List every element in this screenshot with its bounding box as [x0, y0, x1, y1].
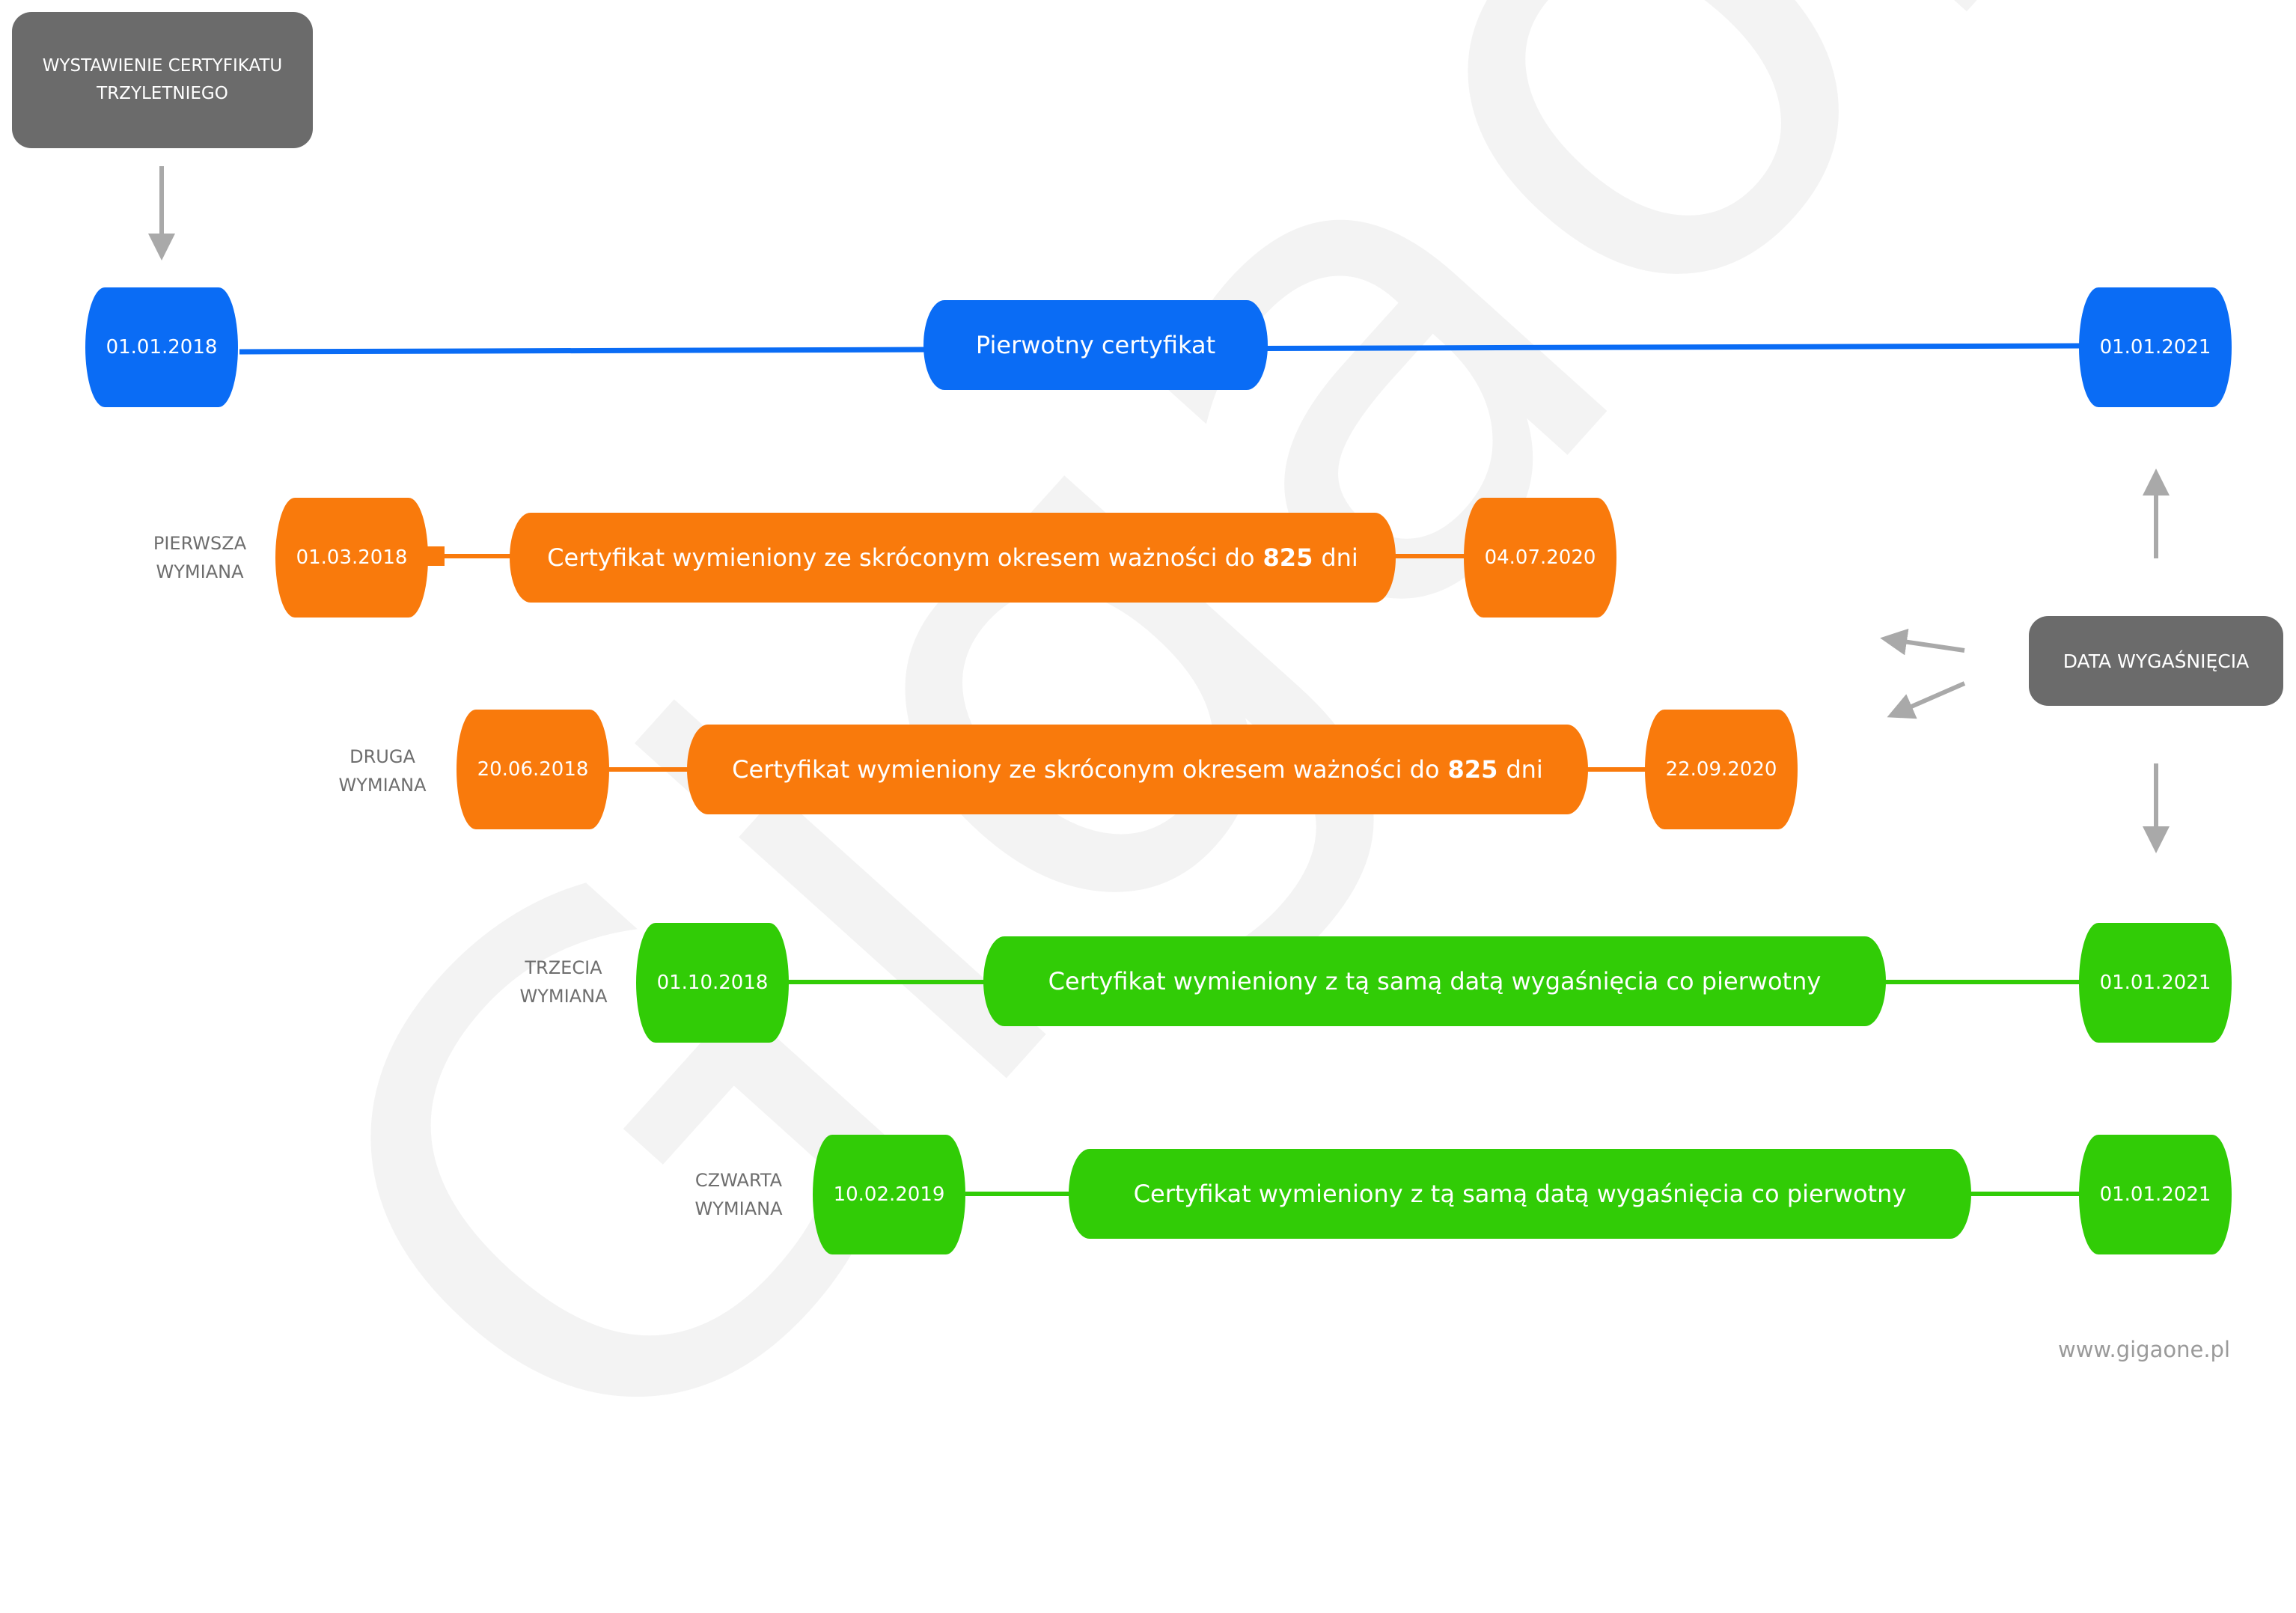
date-end-second-exchange: 22.09.2020 [1645, 710, 1798, 829]
bar-first-exchange: Certyfikat wymieniony ze skróconym okres… [510, 513, 1396, 603]
timeline-connector-tab [425, 546, 445, 566]
row-label-third-exchange: TRZECIA WYMIANA [519, 957, 608, 1007]
expiry-date-box: DATA WYGAŚNIĘCIA [2029, 616, 2283, 706]
bar-days-count: 825 [1447, 755, 1498, 784]
bar-text: Certyfikat wymieniony ze skróconym okres… [732, 755, 1440, 784]
date-start-first-exchange: 01.03.2018 [275, 498, 428, 618]
bar-original-certificate: Pierwotny certyfikat [923, 300, 1268, 390]
date-end-third-exchange: 01.01.2021 [2079, 923, 2232, 1043]
bar-text-unit: dni [1506, 755, 1543, 784]
bar-fourth-exchange: Certyfikat wymieniony z tą samą datą wyg… [1069, 1149, 1971, 1239]
date-end-fourth-exchange: 01.01.2021 [2079, 1135, 2232, 1254]
bar-text: Certyfikat wymieniony ze skróconym okres… [547, 543, 1255, 572]
date-start-third-exchange: 01.10.2018 [636, 923, 789, 1043]
row-label-second-exchange: DRUGA WYMIANA [338, 746, 427, 796]
row-label-first-exchange: PIERWSZA WYMIANA [153, 533, 247, 583]
date-start-second-exchange: 20.06.2018 [457, 710, 609, 829]
bar-days-count: 825 [1263, 543, 1313, 572]
date-end-first-exchange: 04.07.2020 [1464, 498, 1616, 618]
bar-second-exchange: Certyfikat wymieniony ze skróconym okres… [687, 725, 1588, 814]
footer-url: www.gigaone.pl [2058, 1337, 2231, 1362]
arrow-down-left-icon [1887, 681, 1966, 719]
date-start-original: 01.01.2018 [85, 287, 238, 407]
arrow-left-icon [1880, 628, 1965, 656]
row-label-fourth-exchange: CZWARTA WYMIANA [694, 1170, 783, 1220]
bar-text-unit: dni [1321, 543, 1358, 572]
date-end-original: 01.01.2021 [2079, 287, 2232, 407]
issuance-header-box: WYSTAWIENIE CERTYFIKATU TRZYLETNIEGO [12, 12, 313, 148]
date-start-fourth-exchange: 10.02.2019 [813, 1135, 965, 1254]
bar-third-exchange: Certyfikat wymieniony z tą samą datą wyg… [983, 936, 1886, 1026]
